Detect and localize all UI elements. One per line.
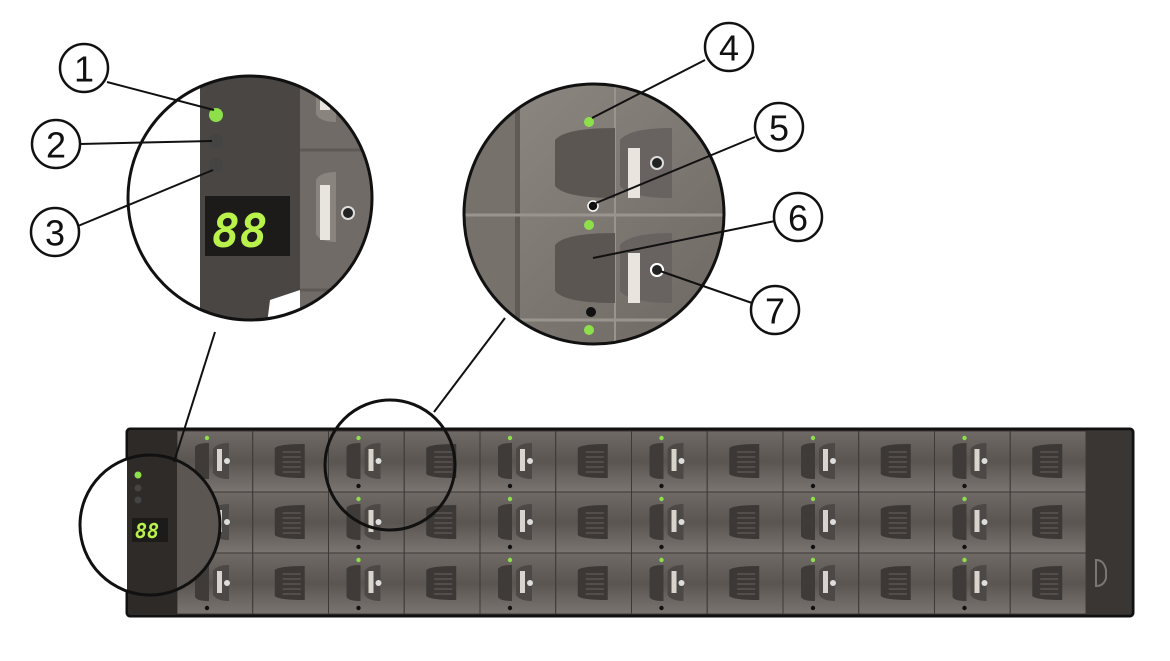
drive-bay[interactable] xyxy=(252,430,329,493)
drive-bay[interactable] xyxy=(1009,430,1087,493)
small-led-1 xyxy=(134,471,142,479)
callout-line-7 xyxy=(659,270,753,304)
callout-5: 5 xyxy=(753,101,805,153)
drive-bay[interactable] xyxy=(403,552,481,615)
drive-bay[interactable] xyxy=(252,552,329,615)
status-led-2 xyxy=(209,134,223,148)
leader-line-right xyxy=(433,317,506,413)
drive-bay[interactable] xyxy=(934,491,1011,554)
drive-bay[interactable] xyxy=(555,491,632,554)
callout-7: 7 xyxy=(749,284,801,336)
drive-bay[interactable] xyxy=(782,491,860,554)
enclosure xyxy=(125,427,1135,618)
drive-bay[interactable] xyxy=(479,430,557,493)
drive-bay[interactable] xyxy=(782,430,860,493)
drive-bay[interactable] xyxy=(631,430,708,493)
small-led-3 xyxy=(134,496,142,504)
drive-grid xyxy=(176,430,1087,615)
callout-1: 1 xyxy=(58,42,110,94)
drive-bay[interactable] xyxy=(1009,491,1087,554)
svg-text:5: 5 xyxy=(769,108,789,149)
svg-text:6: 6 xyxy=(788,198,808,239)
drive-bay[interactable] xyxy=(555,552,632,615)
segment-display: 88 xyxy=(212,204,267,258)
drive-bay[interactable] xyxy=(706,552,784,615)
drive-bay[interactable] xyxy=(858,430,935,493)
right-zoom-detail xyxy=(462,82,726,346)
right-ear-latch xyxy=(1095,558,1107,588)
enclosure-drive-magnifier xyxy=(323,398,457,532)
drive-bay[interactable] xyxy=(479,491,557,554)
callout-lines xyxy=(77,59,776,304)
status-led-3 xyxy=(209,158,223,172)
drive-bay[interactable] xyxy=(631,491,708,554)
drive-bay[interactable] xyxy=(328,491,405,554)
svg-text:4: 4 xyxy=(719,28,739,69)
drive-bay[interactable] xyxy=(934,430,1011,493)
svg-text:1: 1 xyxy=(74,49,94,90)
callout-line-3 xyxy=(77,169,214,227)
drive-bay[interactable] xyxy=(328,430,405,493)
drive-bay[interactable] xyxy=(1009,552,1087,615)
drive-bay[interactable] xyxy=(934,552,1011,615)
drive-bay[interactable] xyxy=(858,552,935,615)
drive-bay[interactable] xyxy=(782,552,860,615)
status-led-1 xyxy=(209,108,223,122)
left-zoom-detail: 88 xyxy=(126,74,374,322)
drive-bay[interactable] xyxy=(252,491,329,554)
callouts: 1 2 3 4 5 6 7 xyxy=(29,21,824,336)
callout-line-1 xyxy=(106,81,215,111)
callout-line-6 xyxy=(592,220,776,259)
drive-bay[interactable] xyxy=(176,552,254,615)
leader-line-left xyxy=(173,331,216,463)
callout-line-2 xyxy=(79,140,213,145)
drive-bay[interactable] xyxy=(706,430,784,493)
drive-bay[interactable] xyxy=(555,430,632,493)
drive-bay[interactable] xyxy=(403,491,481,554)
small-led-2 xyxy=(134,484,142,492)
drive-fault-led xyxy=(587,200,599,212)
drive-bay[interactable] xyxy=(479,552,557,615)
callout-6: 6 xyxy=(772,191,824,243)
drive-bay[interactable] xyxy=(631,552,708,615)
small-segment-display: 88 xyxy=(135,519,159,543)
drive-bay[interactable] xyxy=(706,491,784,554)
callout-line-5 xyxy=(595,136,756,204)
svg-text:7: 7 xyxy=(765,291,785,332)
drive-activity-led xyxy=(584,117,594,127)
svg-text:3: 3 xyxy=(45,213,65,254)
drive-release-button xyxy=(650,263,664,277)
callout-2: 2 xyxy=(30,118,82,170)
callout-line-4 xyxy=(591,59,706,119)
callout-4: 4 xyxy=(703,21,755,73)
callout-3: 3 xyxy=(29,206,81,258)
enclosure-right-ear xyxy=(1086,431,1131,614)
drive-bay[interactable] xyxy=(403,430,481,493)
svg-text:2: 2 xyxy=(46,125,66,166)
drive-bay[interactable] xyxy=(858,491,935,554)
segment-display-box xyxy=(205,196,290,256)
drive-bay[interactable] xyxy=(328,552,405,615)
